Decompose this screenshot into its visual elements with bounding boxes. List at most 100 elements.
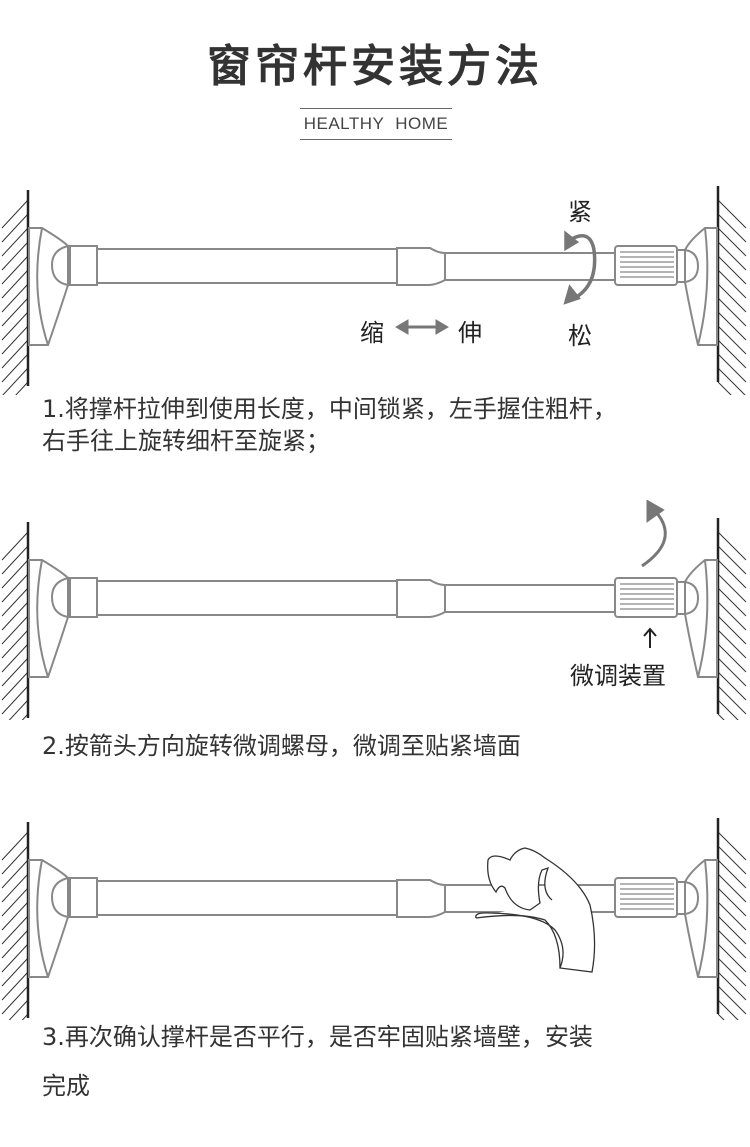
right-cup-rim — [697, 559, 709, 678]
hatch-line — [1, 873, 29, 903]
hatch-line — [717, 381, 732, 395]
hatch-line — [1, 255, 29, 285]
hatch-line — [1, 629, 29, 659]
left-wall-hatch — [1, 199, 29, 395]
thin-tube — [444, 252, 616, 281]
step-3-line-2: 完成 — [42, 1072, 90, 1100]
hatch-line — [1, 831, 29, 861]
hatch-line — [717, 915, 747, 945]
step-3-line-1: 3.再次确认撑杆是否平行，是否牢固贴紧墙壁，安装 — [42, 1023, 593, 1051]
hatch-line — [21, 1013, 29, 1020]
hatch-line — [717, 859, 747, 889]
hatch-line — [1, 601, 29, 631]
hatch-line — [717, 573, 747, 603]
hatch-line — [1, 227, 29, 257]
tension-rod — [1, 186, 747, 395]
hatch-line — [717, 657, 747, 687]
hatch-line — [1, 887, 29, 917]
hatch-line — [1, 545, 29, 575]
thick-tube — [96, 880, 398, 916]
hatch-line — [717, 325, 747, 355]
hatch-line — [717, 643, 747, 673]
left-wall-hatch — [1, 831, 29, 1020]
hatch-line — [1, 297, 29, 327]
left-collar — [69, 877, 98, 918]
left-cap — [50, 576, 69, 619]
double-arrow-icon — [395, 319, 449, 335]
hatch-line — [1, 971, 29, 1001]
left-wall-cup — [28, 859, 69, 978]
right-wall-hatch — [717, 199, 747, 395]
hatch-line — [717, 873, 747, 903]
hatch-line — [717, 367, 746, 395]
hatch-line — [717, 901, 747, 931]
left-cup-rim — [36, 859, 49, 978]
hatch-line — [1, 353, 29, 383]
thick-tube — [96, 580, 398, 616]
rotate-arrow-icon — [563, 230, 597, 305]
hatch-line — [717, 1013, 725, 1020]
hatch-line — [1, 615, 29, 645]
left-cap — [50, 244, 69, 287]
joint-collar — [396, 879, 446, 918]
hatch-line — [1, 241, 29, 271]
hatch-line — [717, 545, 747, 575]
up-arrow-icon — [643, 627, 657, 648]
hatch-line — [1, 671, 29, 701]
hatch-line — [717, 587, 747, 617]
hatch-line — [717, 671, 747, 701]
subtitle: HEALTHY HOME — [300, 108, 452, 140]
rod-parts — [1, 818, 747, 1020]
hatch-line — [1, 269, 29, 299]
hatch-line — [15, 381, 29, 395]
joint-collar — [396, 247, 446, 286]
hatch-line — [1, 643, 29, 673]
loosen-label: 松 — [568, 322, 592, 350]
left-collar — [69, 245, 98, 286]
fine-tune-label: 微调装置 — [570, 662, 666, 690]
hatch-line — [717, 241, 747, 271]
hatch-line — [717, 999, 739, 1020]
hatch-line — [717, 255, 747, 285]
left-cup-rim — [36, 227, 49, 346]
left-wall-cup — [28, 227, 69, 346]
hatch-line — [717, 601, 747, 631]
hatch-line — [1, 199, 29, 229]
hatch-line — [717, 887, 747, 917]
hatch-line — [1, 859, 29, 889]
hatch-line — [1, 325, 29, 355]
hatch-line — [717, 831, 747, 861]
hatch-line — [1, 929, 29, 959]
hatch-line — [8, 699, 29, 720]
hatch-line — [717, 531, 747, 561]
tension-rod — [1, 518, 747, 720]
hatch-line — [1, 531, 29, 561]
right-cup-rim — [697, 859, 709, 978]
hatch-line — [717, 699, 739, 720]
hatch-line — [717, 227, 747, 257]
step-1-line-1: 1.将撑杆拉伸到使用长度，中间锁紧，左手握住粗杆， — [42, 395, 617, 423]
hatch-line — [717, 845, 747, 875]
hatch-line — [1, 283, 29, 313]
thick-tube — [96, 248, 398, 284]
hatch-line — [1, 943, 29, 973]
right-collar — [676, 581, 686, 615]
hatch-line — [1, 901, 29, 931]
hatch-line — [1, 213, 29, 243]
left-cup-rim — [36, 559, 49, 678]
hatch-line — [1, 573, 29, 603]
hatch-line — [1, 845, 29, 875]
right-collar — [676, 249, 686, 283]
rod-diagram-step-1 — [1, 186, 747, 395]
hatch-line — [717, 297, 747, 327]
hatch-line — [717, 311, 747, 341]
hatch-line — [717, 339, 747, 369]
hatch-line — [717, 559, 747, 589]
left-wall-cup — [28, 559, 69, 678]
hatch-line — [1, 559, 29, 589]
hatch-line — [1, 685, 29, 715]
hatch-line — [1, 311, 29, 341]
left-collar — [69, 577, 98, 618]
hatch-line — [8, 999, 29, 1020]
left-wall-hatch — [1, 531, 29, 720]
